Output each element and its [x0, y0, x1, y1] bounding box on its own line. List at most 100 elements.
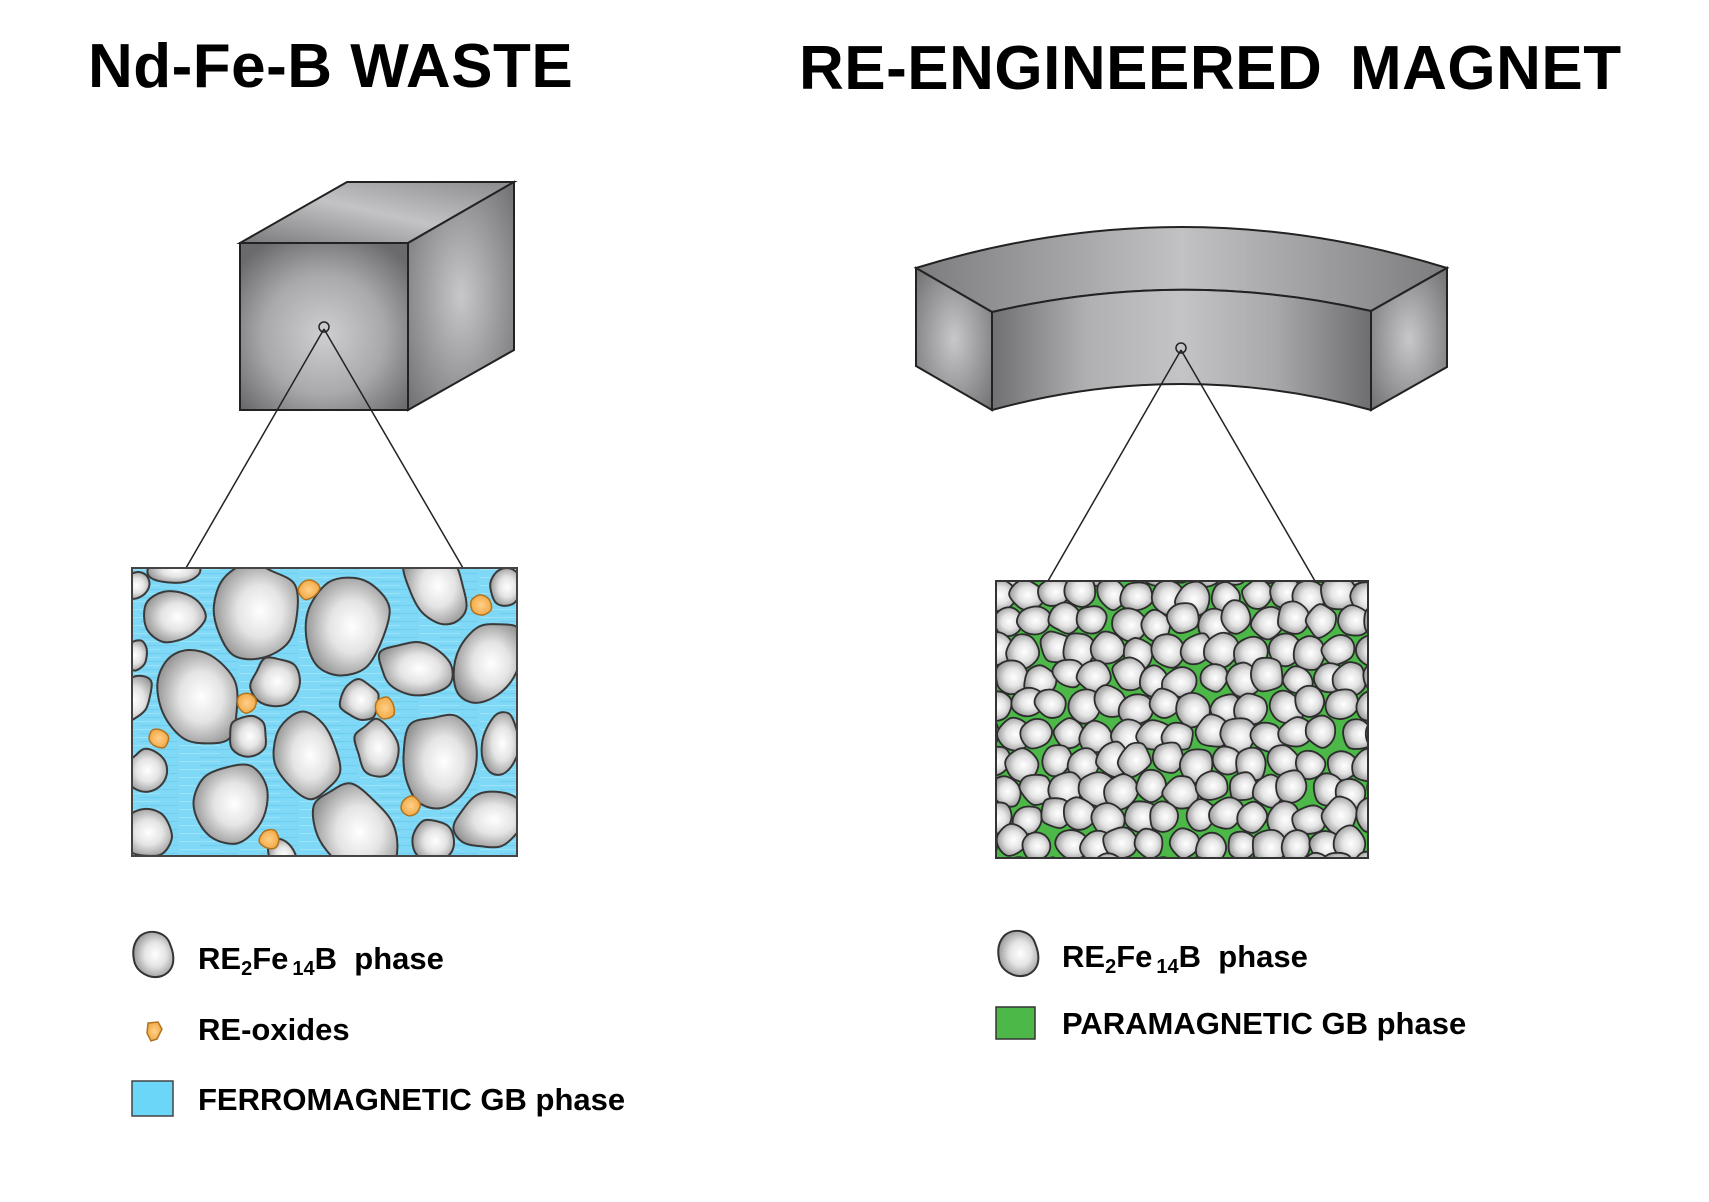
fine-grain: [1313, 581, 1327, 583]
fine-grain: [953, 852, 986, 882]
ndfeb-grain: [377, 641, 454, 697]
fine-grain: [996, 822, 1029, 857]
formula-sub-14: 14: [1156, 956, 1179, 978]
ndfeb-grain: [272, 710, 342, 801]
fine-grain: [1018, 773, 1055, 806]
ndfeb-grain: [212, 568, 299, 661]
ndfeb-grain: [411, 818, 455, 856]
ndfeb-grain: [143, 590, 207, 644]
ndfeb-grain: [452, 623, 517, 704]
ndfeb-grain: [402, 568, 468, 626]
fine-grain: [1063, 581, 1097, 608]
re-oxide-particle: [258, 828, 280, 850]
paramagnetic-swatch-icon: [995, 1006, 1036, 1040]
fine-grain: [1355, 634, 1368, 667]
fine-grain: [1304, 714, 1337, 749]
fine-grain: [1276, 600, 1311, 635]
grain-icon: [997, 929, 1040, 977]
fine-grain: [1019, 547, 1050, 579]
grain-icon: [132, 930, 175, 978]
re-oxide-particle: [374, 696, 396, 720]
fine-grain: [1033, 688, 1067, 719]
fine-grain: [1355, 850, 1368, 858]
fine-grain: [1062, 796, 1097, 831]
fine-grain: [1259, 581, 1278, 585]
zoom-line-left: [185, 328, 325, 569]
oxide-icon: [146, 1021, 163, 1042]
fine-grain: [1111, 656, 1148, 692]
fine-grain: [1366, 779, 1368, 795]
fine-grain: [1165, 602, 1200, 634]
fine-grain: [1021, 831, 1052, 858]
fine-grain: [955, 691, 987, 728]
fine-grain: [1019, 717, 1054, 750]
re-oxide-particle: [297, 579, 321, 601]
re-oxide-particle: [148, 728, 170, 749]
fine-grain: [1116, 741, 1152, 779]
fine-grain: [1294, 684, 1326, 718]
fine-grain: [1304, 603, 1337, 639]
fine-grain: [1364, 723, 1368, 745]
ndfeb-grain: [146, 568, 202, 584]
fine-grain: [1208, 860, 1236, 893]
fine-grain: [1047, 856, 1058, 858]
sample-point-marker: [318, 321, 330, 333]
fine-grain: [1195, 831, 1227, 858]
fine-grain: [1332, 824, 1367, 858]
fine-grain: [1322, 851, 1352, 858]
fine-grain: [1355, 796, 1368, 833]
fine-grain: [1331, 661, 1367, 697]
fine-grain: [1199, 663, 1229, 693]
fine-grain: [1012, 856, 1028, 858]
fine-grain: [1172, 581, 1189, 584]
re-oxide-particle: [400, 795, 421, 817]
formula-b: B: [314, 941, 338, 976]
legend-item-re-oxides: RE-oxides: [198, 1012, 350, 1047]
ndfeb-grain: [132, 639, 148, 672]
legend-item-paramagnetic-gb: PARAMAGNETIC GB phase: [1062, 1006, 1467, 1041]
fine-grain: [1150, 633, 1186, 669]
fine-grain: [1119, 581, 1154, 612]
fine-grain: [1367, 845, 1368, 855]
formula-fe: Fe: [1116, 939, 1153, 974]
fine-grain: [1229, 771, 1259, 802]
formula-fe: Fe: [252, 941, 289, 976]
fine-grain: [1149, 800, 1179, 833]
fine-grain: [1075, 605, 1108, 635]
re-oxide-particle: [469, 594, 493, 616]
ndfeb-grain: [304, 576, 391, 677]
fine-grain: [1156, 856, 1170, 858]
fine-grain: [1194, 770, 1229, 801]
fine-grain: [1211, 745, 1242, 776]
fine-grain: [1047, 601, 1082, 635]
formula-re: RE: [198, 941, 242, 976]
ndfeb-grain: [249, 656, 301, 708]
fine-grain: [1102, 826, 1139, 858]
ndfeb-grain: [132, 807, 173, 856]
formula-sub-14: 14: [292, 958, 315, 980]
fine-grain: [1052, 717, 1085, 750]
fine-grain: [1236, 800, 1269, 834]
title-nd-fe-b-waste: Nd-Fe-B WASTE: [88, 32, 574, 101]
fine-grain: [1220, 599, 1252, 635]
ndfeb-grain: [338, 678, 380, 721]
micrograph-frame: [131, 567, 518, 857]
fine-grain: [1363, 607, 1368, 634]
formula-re: RE: [1062, 939, 1106, 974]
cube-front-face: [239, 242, 409, 411]
fine-grain: [1221, 581, 1247, 586]
fine-grain: [1294, 749, 1327, 781]
micrograph-waste: [131, 567, 518, 857]
micrograph-re-engineered: [952, 547, 1369, 893]
fine-grain: [1292, 635, 1326, 671]
fine-grain: [1227, 830, 1257, 858]
formula-sub-2: 2: [241, 958, 253, 980]
fine-grain: [1275, 857, 1278, 858]
fine-grain: [952, 747, 983, 775]
fine-grain: [1351, 747, 1368, 782]
formula-b: B: [1178, 939, 1202, 974]
fine-grain: [1015, 605, 1052, 636]
ndfeb-grain: [452, 790, 517, 849]
fine-grain: [1355, 690, 1368, 722]
fine-grain: [1337, 604, 1368, 637]
